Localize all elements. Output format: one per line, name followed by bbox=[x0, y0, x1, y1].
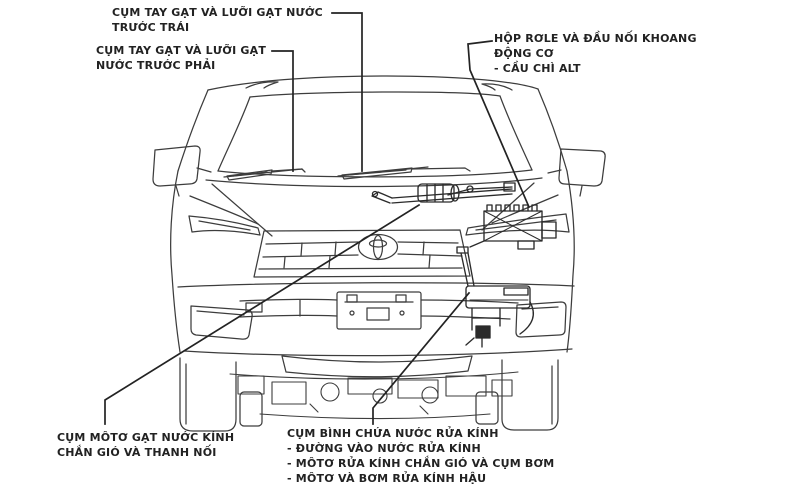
grille-drawing bbox=[253, 229, 471, 278]
right-front-wheel-drawing bbox=[475, 359, 559, 431]
left-front-wiper-drawing bbox=[337, 166, 471, 180]
wiper-motor-assembly-drawing bbox=[371, 182, 516, 204]
label-wiper-left: CỤM TAY GẠT VÀ LƯỠI GẠT NƯỚC TRƯỚC TRÁI bbox=[112, 5, 323, 35]
toyota-emblem-icon bbox=[357, 233, 399, 261]
label-line: CỤM TAY GẠT VÀ LƯỠI GẠT NƯỚC bbox=[112, 6, 323, 19]
label-wiper-motor: CỤM MÔTƠ GẠT NƯỚC KÍNH CHẮN GIÓ VÀ THANH… bbox=[57, 430, 234, 460]
label-washer-reservoir: CỤM BÌNH CHỨA NƯỚC RỬA KÍNH - ĐƯỜNG VÀO … bbox=[287, 426, 554, 486]
label-line: - ĐƯỜNG VÀO NƯỚC RỬA KÍNH bbox=[287, 442, 481, 455]
left-headlight-drawing bbox=[188, 215, 261, 236]
label-line: - MÔTƠ RỬA KÍNH CHẮN GIÓ VÀ CỤM BƠM bbox=[287, 457, 555, 470]
label-line: ĐỘNG CƠ bbox=[494, 47, 554, 60]
right-mirror-drawing bbox=[547, 148, 606, 197]
label-line: - CẦU CHÌ ALT bbox=[494, 62, 581, 75]
right-fog-lamp-drawing bbox=[515, 301, 567, 338]
right-headlight-drawing bbox=[465, 213, 570, 236]
left-mirror-drawing bbox=[152, 145, 212, 197]
label-line: TRƯỚC TRÁI bbox=[112, 21, 190, 34]
label-line: HỘP RƠLE VÀ ĐẦU NỐI KHOANG bbox=[494, 32, 697, 45]
washer-reservoir-drawing bbox=[456, 246, 534, 348]
label-line: CHẮN GIÓ VÀ THANH NỐI bbox=[57, 446, 217, 459]
label-line: NƯỚC TRƯỚC PHẢI bbox=[96, 59, 216, 72]
undercarriage-drawing bbox=[229, 371, 519, 420]
leader-line-wiper-right bbox=[271, 50, 294, 172]
leader-line-relay-box bbox=[467, 40, 531, 209]
left-fog-lamp-drawing bbox=[190, 305, 253, 340]
label-line: CỤM BÌNH CHỨA NƯỚC RỬA KÍNH bbox=[287, 427, 499, 440]
left-front-wheel-drawing bbox=[179, 357, 263, 432]
label-line: - MÔTƠ VÀ BƠM RỬA KÍNH HẬU bbox=[287, 472, 487, 485]
label-line: CỤM MÔTƠ GẠT NƯỚC KÍNH bbox=[57, 431, 235, 444]
label-line: CỤM TAY GẠT VÀ LƯỠI GẠT bbox=[96, 44, 267, 57]
leader-line-wiper-left bbox=[331, 12, 363, 172]
bumper-drawing bbox=[177, 282, 575, 378]
leader-line-washer-reservoir bbox=[372, 291, 471, 425]
relay-box-drawing bbox=[469, 204, 557, 250]
car-body-outline bbox=[170, 75, 575, 353]
leader-line-wiper-motor bbox=[104, 203, 421, 425]
label-relay-box: HỘP RƠLE VÀ ĐẦU NỐI KHOANG ĐỘNG CƠ - CẦU… bbox=[494, 31, 697, 76]
license-plate-drawing bbox=[336, 291, 422, 330]
right-front-wiper-drawing bbox=[223, 168, 306, 181]
label-wiper-right: CỤM TAY GẠT VÀ LƯỠI GẠT NƯỚC TRƯỚC PHẢI bbox=[96, 43, 266, 73]
